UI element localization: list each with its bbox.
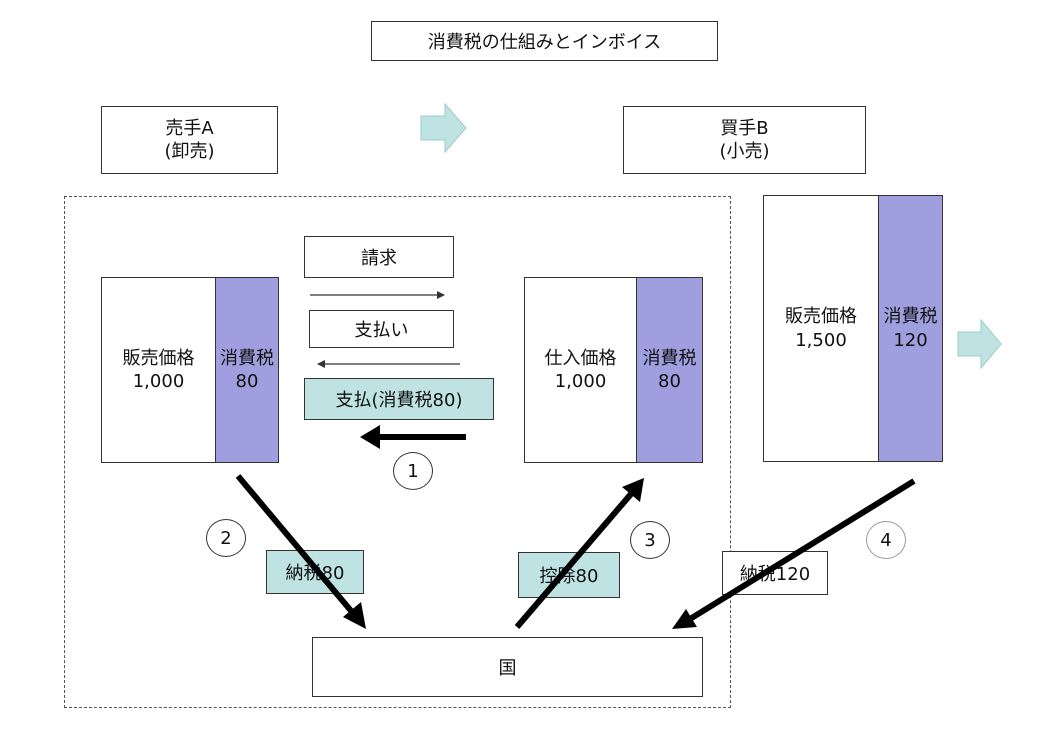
- seller-role: (卸売): [164, 141, 215, 162]
- payment-label: 支払い: [354, 320, 409, 341]
- government-box: 国: [312, 637, 703, 697]
- buyer-purchase-tax-value: 80: [658, 371, 681, 392]
- transaction-boundary: [64, 196, 731, 708]
- step-2-marker: 2: [206, 519, 246, 557]
- flow-arrow-right-icon: [957, 318, 1002, 370]
- buyer-to-government-arrow-icon: [688, 478, 916, 622]
- seller-to-government-arrowhead-icon: [343, 602, 366, 629]
- buyer-purchase-tax-cell: 消費税 80: [636, 278, 702, 462]
- step-1-number: 1: [407, 460, 419, 482]
- diagram-title-text: 消費税の仕組みとインボイス: [427, 32, 662, 53]
- deduction-arrow-icon: [514, 492, 634, 629]
- government-label: 国: [498, 658, 517, 679]
- seller-header: 売手A (卸売): [101, 106, 278, 174]
- buyer-header: 買手B (小売): [623, 106, 866, 174]
- buyer-sales-tax-cell: 消費税 120: [878, 196, 942, 461]
- seller-tax-label: 消費税: [220, 347, 274, 369]
- buyer-sales-price-value: 1,500: [795, 329, 847, 351]
- invoice-label: 請求: [361, 248, 397, 269]
- buyer-name: 買手B: [720, 117, 769, 139]
- buyer-to-government-arrowhead-icon: [672, 609, 697, 629]
- buyer-sales-tax-label: 消費税: [883, 306, 938, 328]
- step-2-number: 2: [220, 527, 232, 549]
- deduction-arrowhead-icon: [622, 478, 644, 502]
- seller-price-label: 販売価格: [122, 347, 195, 369]
- seller-tax-payment-label: 納税80: [285, 563, 345, 584]
- buyer-purchase-price-cell: 仕入価格 1,000: [525, 278, 636, 462]
- seller-tax-value: 80: [235, 371, 259, 392]
- seller-tax-cell: 消費税 80: [215, 278, 278, 462]
- deduction-box: 控除80: [518, 552, 620, 598]
- buyer-sales-block: 販売価格 1,500 消費税 120: [763, 195, 943, 462]
- buyer-role: (小売): [719, 141, 770, 162]
- flow-arrow-icon: [420, 102, 467, 154]
- seller-price-cell: 販売価格 1,000: [102, 278, 215, 462]
- step-4-number: 4: [880, 529, 892, 551]
- step-3-number: 3: [644, 529, 656, 551]
- buyer-purchase-price-label: 仕入価格: [544, 347, 617, 369]
- buyer-purchase-price-value: 1,000: [554, 371, 607, 392]
- seller-to-government-arrow-icon: [235, 474, 355, 614]
- buyer-purchase-tax-label: 消費税: [642, 347, 697, 369]
- seller-price-value: 1,000: [132, 371, 185, 392]
- step-4-marker: 4: [866, 521, 906, 559]
- step-3-marker: 3: [630, 521, 670, 559]
- buyer-sales-tax-value: 120: [893, 329, 928, 351]
- step-1-marker: 1: [393, 452, 433, 490]
- buyer-purchase-block: 仕入価格 1,000 消費税 80: [524, 277, 703, 463]
- buyer-sales-price-cell: 販売価格 1,500: [764, 196, 878, 461]
- seller-price-block: 販売価格 1,000 消費税 80: [101, 277, 279, 463]
- tax-payment-arrowhead-icon: [360, 425, 380, 449]
- tax-payment-label: 支払(消費税80): [335, 390, 463, 411]
- seller-name: 売手A: [165, 117, 214, 139]
- payment-box: 支払い: [309, 310, 454, 348]
- tax-payment-box: 支払(消費税80): [304, 378, 494, 420]
- diagram-title: 消費税の仕組みとインボイス: [371, 21, 718, 61]
- invoice-box: 請求: [304, 236, 454, 278]
- buyer-sales-price-label: 販売価格: [785, 306, 857, 328]
